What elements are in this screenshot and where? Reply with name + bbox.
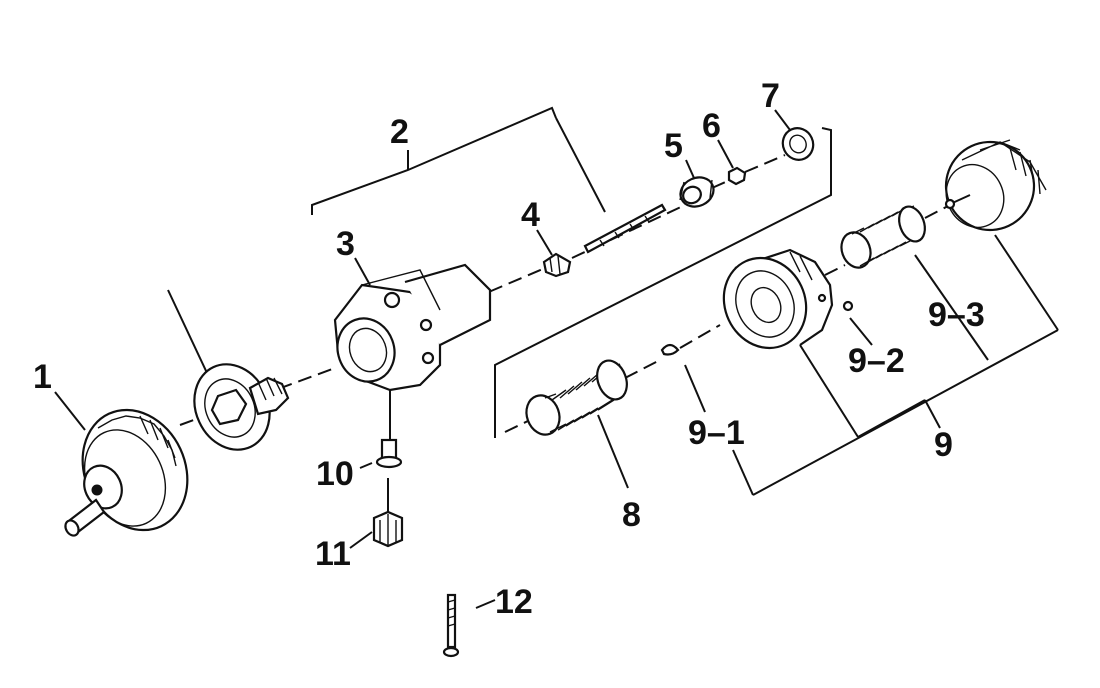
part-9-cylinder	[722, 248, 834, 350]
label-9-1: 9–1	[688, 414, 745, 452]
label-6: 6	[702, 107, 721, 145]
part-5-packing	[679, 176, 715, 208]
label-9-2: 9–2	[848, 342, 905, 380]
part-3-body	[333, 263, 492, 392]
part-1-cap-assembly	[64, 408, 189, 537]
part-9-1-clip	[660, 343, 680, 356]
label-1: 1	[33, 358, 52, 396]
part-9-3-spring	[840, 205, 926, 269]
label-3: 3	[336, 225, 355, 263]
label-9-3: 9–3	[928, 296, 985, 334]
label-11: 11	[315, 535, 351, 573]
label-7: 7	[761, 77, 780, 115]
part-10-plunger	[375, 390, 403, 469]
label-9: 9	[934, 426, 953, 464]
label-4: 4	[521, 196, 540, 234]
part-9-knob	[944, 139, 1047, 232]
bracket-9-assembly	[732, 234, 1059, 496]
leader-lines	[54, 109, 873, 609]
part-2-needle	[583, 203, 667, 254]
part-12-screw	[442, 593, 460, 658]
part-8-spring	[525, 359, 628, 436]
part-11-nut	[372, 478, 404, 548]
label-2: 2	[390, 113, 409, 151]
bracket-group-2	[311, 106, 606, 215]
label-5: 5	[664, 127, 683, 165]
label-10: 10	[316, 455, 354, 493]
part-6-nut	[727, 166, 747, 186]
label-12: 12	[495, 583, 533, 621]
part-retainer-ring	[167, 289, 290, 451]
bracket-group-9	[494, 127, 832, 438]
part-7-washer	[781, 127, 815, 161]
part-4-fitting	[542, 252, 572, 278]
callout-labels: 1 2 3 4 5 6 7 8 9 9–1 9–2 9–3 10 11 12	[33, 77, 985, 621]
part-9-2-pin	[842, 300, 854, 312]
label-8: 8	[622, 496, 641, 534]
